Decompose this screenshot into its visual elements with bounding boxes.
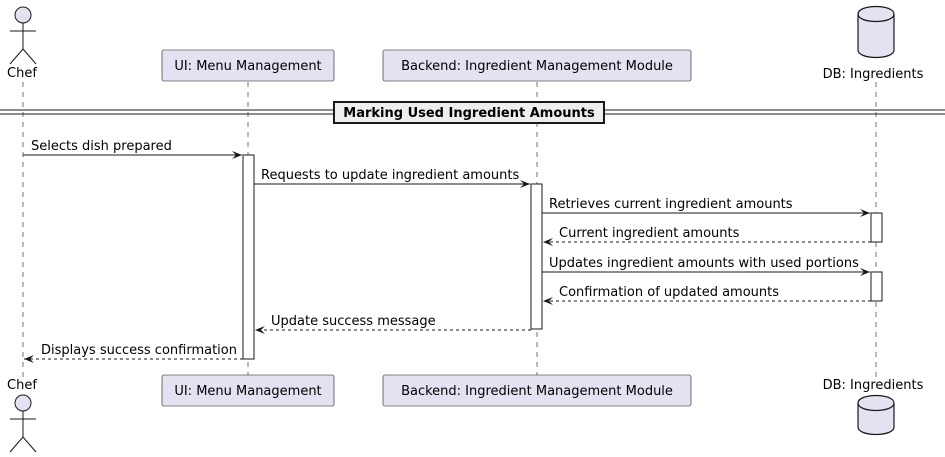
actor-icon-head [14,6,32,24]
message-label-4: Current ingredient amounts [559,226,740,241]
participant-backend-top: Backend: Ingredient Management Module [382,49,692,82]
actor-icon-body [9,411,37,453]
participant-chef-bottom: Chef [7,378,37,453]
actor-icon-head [14,394,32,412]
participant-ui-top: UI: Menu Management [161,49,335,82]
participant-label-ui-bottom: UI: Menu Management [174,384,321,399]
message-label-6: Confirmation of updated amounts [559,285,779,300]
divider-box [333,101,605,124]
participant-backend-bottom: Backend: Ingredient Management Module [382,374,692,407]
activation-bar-db-1 [870,212,883,243]
message-label-7: Update success message [271,314,436,329]
message-label-3: Retrieves current ingredient amounts [549,197,793,212]
message-label-5: Updates ingredient amounts with used por… [549,256,859,271]
participant-chef-top: Chef [7,6,37,81]
message-2: Requests to update ingredient amounts [254,168,530,188]
activation-bar-db-2 [870,271,883,302]
participant-label-db-bottom: DB: Ingredients [823,378,924,393]
participant-ui-bottom: UI: Menu Management [161,374,335,407]
actor-icon-body [9,23,37,65]
message-6: Confirmation of updated amounts [543,285,871,305]
activation-bar-backend [530,183,543,330]
message-label-8: Displays success confirmation [41,343,237,358]
message-8: Displays success confirmation [24,343,243,363]
participant-db-bottom: DB: Ingredients [823,378,924,436]
message-1: Selects dish prepared [23,139,242,159]
divider-title: Marking Used Ingredient Amounts [343,106,595,121]
message-7: Update success message [255,314,531,334]
activation-bar-ui [242,154,255,360]
participant-label-backend: Backend: Ingredient Management Module [401,59,673,74]
participant-label-ui: UI: Menu Management [174,59,321,74]
message-label-1: Selects dish prepared [31,139,172,154]
database-icon [857,394,895,436]
participant-db-top: DB: Ingredients [823,5,924,82]
message-3: Retrieves current ingredient amounts [542,197,870,217]
participant-label-db: DB: Ingredients [823,67,924,82]
participant-label-backend-bottom: Backend: Ingredient Management Module [401,384,673,399]
message-4: Current ingredient amounts [543,226,871,246]
message-5: Updates ingredient amounts with used por… [542,256,870,276]
participant-label-chef-bottom: Chef [7,378,37,393]
database-icon [857,5,895,59]
participant-label-chef: Chef [7,66,37,81]
message-label-2: Requests to update ingredient amounts [261,168,519,183]
